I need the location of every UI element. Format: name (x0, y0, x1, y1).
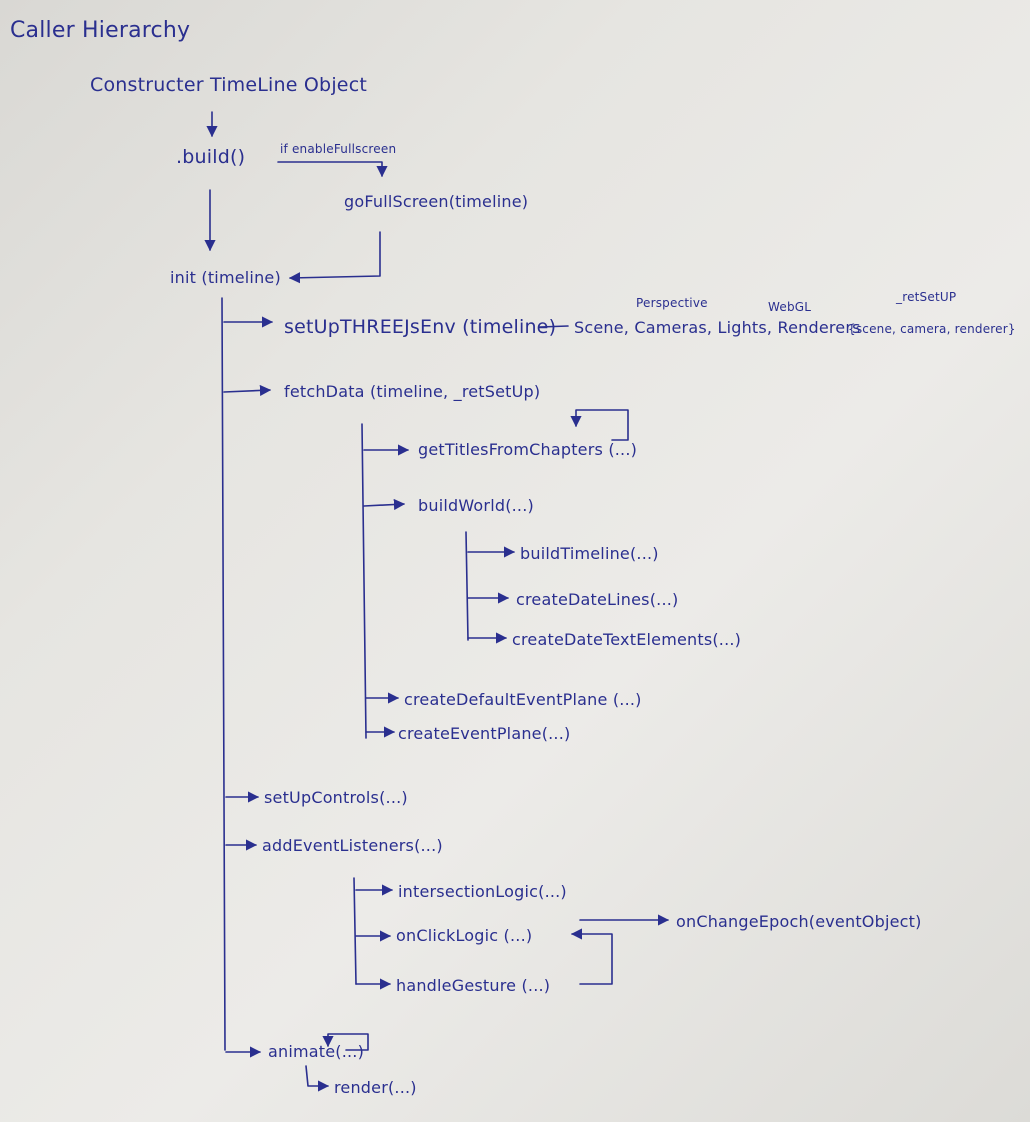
fetch-data-node: fetchData (timeline, _retSetUp) (284, 382, 541, 401)
init-node: init (timeline) (170, 268, 281, 287)
handle-gesture-node: handleGesture (...) (396, 976, 551, 995)
branch-fetch-data (223, 384, 272, 397)
on-click-logic-node: onClickLogic (...) (396, 926, 533, 945)
create-date-lines-node: createDateLines(...) (516, 590, 679, 609)
env-return-value: {scene, camera, renderer} (848, 322, 1016, 336)
spine-init (221, 297, 226, 1051)
root-node: Constructer TimeLine Object (90, 74, 367, 96)
animate-node: animate(...) (268, 1042, 365, 1061)
render-node: render(...) (334, 1078, 417, 1097)
create-default-event-plane-node: createDefaultEventPlane (...) (404, 690, 642, 709)
setup-controls-node: setUpControls(...) (264, 788, 408, 807)
create-date-text-node: createDateTextElements(...) (512, 630, 742, 649)
setup-three-env-node: setUpTHREEJsEnv (timeline) (284, 316, 557, 338)
env-components: Scene, Cameras, Lights, Renderers (574, 318, 861, 337)
loop-get-titles (570, 409, 629, 441)
add-event-listeners-node: addEventListeners(...) (262, 836, 443, 855)
arrow-animate-to-render (305, 1065, 330, 1092)
go-full-screen-node: goFullScreen(timeline) (344, 192, 529, 211)
build-node: .build() (176, 146, 246, 168)
spine-build-world (465, 531, 469, 641)
line-env-dash (539, 325, 569, 328)
condition-label: if enableFullscreen (280, 142, 397, 156)
intersection-logic-node: intersectionLogic(...) (398, 882, 567, 901)
get-titles-node: getTitlesFromChapters (...) (418, 440, 638, 459)
build-world-node: buildWorld(...) (418, 496, 534, 515)
page-title: Caller Hierarchy (10, 18, 191, 43)
branch-build-world (363, 498, 406, 511)
loop-gesture-to-click (570, 928, 613, 985)
return-setup-note: _retSetUP (896, 290, 957, 304)
loop-animate (322, 1033, 369, 1051)
line-if-fullscreen (277, 161, 388, 178)
perspective-note: Perspective (636, 296, 708, 310)
create-event-plane-node: createEventPlane(...) (398, 724, 571, 743)
webgl-note: WebGL (768, 300, 812, 314)
spine-add-listeners (353, 877, 357, 985)
build-timeline-node: buildTimeline(...) (520, 544, 659, 563)
spine-fetch-data (361, 423, 367, 739)
arrow-fullscreen-to-init (288, 231, 381, 284)
on-change-epoch-node: onChangeEpoch(eventObject) (676, 912, 922, 931)
